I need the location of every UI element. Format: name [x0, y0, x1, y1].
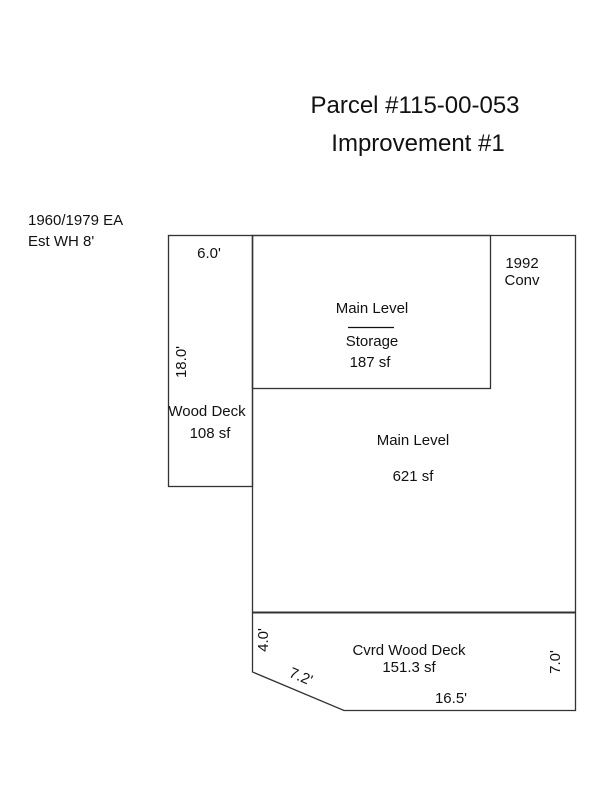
covered-deck-left-dim: 4.0' [255, 628, 272, 652]
year-note: 1960/1979 EA [28, 212, 123, 229]
improvement-title: Improvement #1 [331, 130, 504, 157]
storage-outline [251, 234, 492, 390]
main-level-area: 621 sf [393, 468, 435, 485]
deck-width-dim: 6.0' [197, 245, 221, 262]
wood-deck-area: 108 sf [190, 425, 232, 442]
covered-deck-diagonal-dim: 7.2' [287, 664, 316, 689]
parcel-title: Parcel #115-00-053 [310, 92, 519, 119]
wall-height-note: Est WH 8' [28, 233, 94, 250]
storage-level: Main Level [336, 300, 409, 317]
storage-area: 187 sf [350, 354, 392, 371]
wood-deck-name: Wood Deck [168, 403, 246, 420]
covered-deck-name: Cvrd Wood Deck [352, 642, 466, 659]
storage-name: Storage [346, 333, 399, 350]
addition-year: 1992 [505, 255, 538, 272]
covered-deck-right-dim: 7.0' [547, 650, 564, 674]
covered-deck-area: 151.3 sf [382, 659, 436, 676]
covered-deck-bottom-dim: 16.5' [435, 690, 467, 707]
deck-length-dim: 18.0' [173, 346, 190, 378]
addition-type: Conv [504, 272, 540, 289]
main-outline [251, 234, 577, 712]
main-level-name: Main Level [377, 432, 450, 449]
